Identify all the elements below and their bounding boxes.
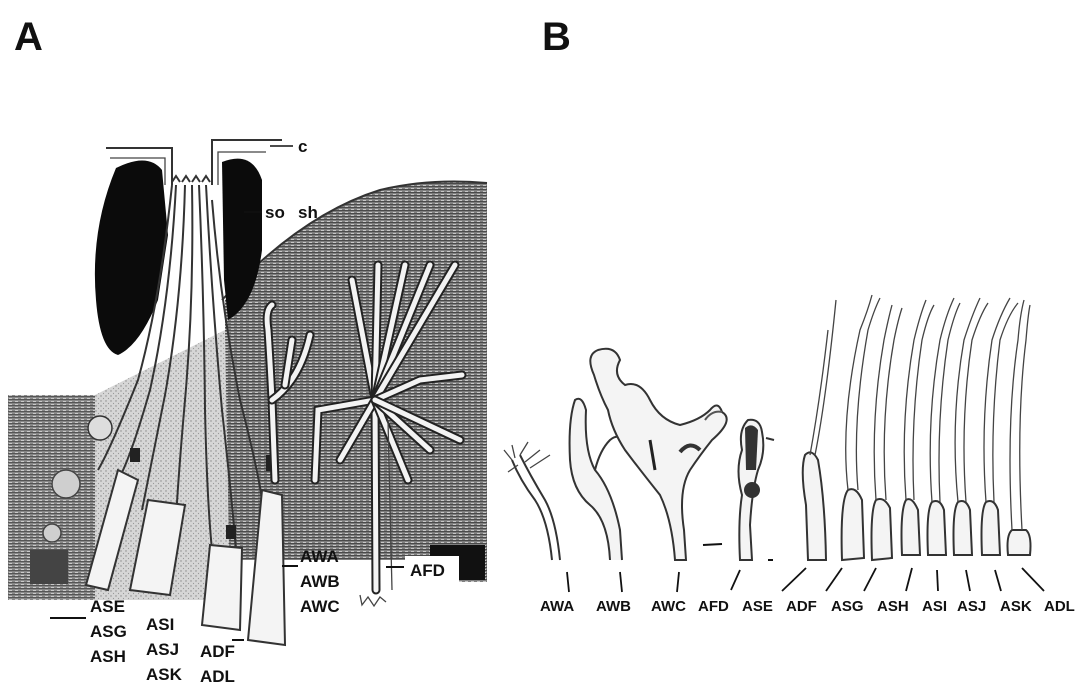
panel-b: B bbox=[504, 15, 1075, 615]
label-adf: ADF bbox=[200, 642, 235, 661]
label-ash: ASH bbox=[90, 647, 126, 666]
label-ase: ASE bbox=[90, 597, 125, 616]
label-b-asg: ASG bbox=[831, 598, 864, 615]
label-b-afd: AFD bbox=[698, 598, 729, 615]
label-b-awb: AWB bbox=[596, 598, 631, 615]
ciliated-neuron-drawings bbox=[803, 295, 1031, 560]
socket-cell-left bbox=[95, 160, 168, 355]
label-asg: ASG bbox=[90, 622, 127, 641]
label-asi: ASI bbox=[146, 615, 174, 634]
label-b-asj: ASJ bbox=[957, 598, 986, 615]
label-b-ask: ASK bbox=[1000, 598, 1032, 615]
label-ask: ASK bbox=[146, 665, 183, 684]
label-sh: sh bbox=[298, 203, 318, 222]
label-awc: AWC bbox=[300, 597, 340, 616]
label-b-awc: AWC bbox=[651, 598, 686, 615]
label-asj: ASJ bbox=[146, 640, 179, 659]
label-afd: AFD bbox=[410, 561, 445, 580]
label-awb: AWB bbox=[300, 572, 340, 591]
label-b-asi: ASI bbox=[922, 598, 947, 615]
neuron-drawing-awa bbox=[504, 442, 560, 560]
label-awa: AWA bbox=[300, 547, 339, 566]
label-b-awa: AWA bbox=[540, 598, 574, 615]
label-b-ase: ASE bbox=[742, 598, 773, 615]
label-adl: ADL bbox=[200, 667, 235, 686]
panel-b-leader-lines bbox=[567, 568, 1044, 592]
label-b-adl: ADL bbox=[1044, 598, 1075, 615]
label-b-adf: ADF bbox=[786, 598, 817, 615]
panel-b-letter: B bbox=[542, 15, 571, 59]
label-so: so bbox=[265, 203, 285, 222]
panel-a-letter: A bbox=[14, 15, 43, 59]
neuron-drawing-afd bbox=[703, 420, 774, 560]
label-b-ash: ASH bbox=[877, 598, 909, 615]
label-c: c bbox=[298, 137, 307, 156]
panel-a: A bbox=[8, 15, 487, 686]
